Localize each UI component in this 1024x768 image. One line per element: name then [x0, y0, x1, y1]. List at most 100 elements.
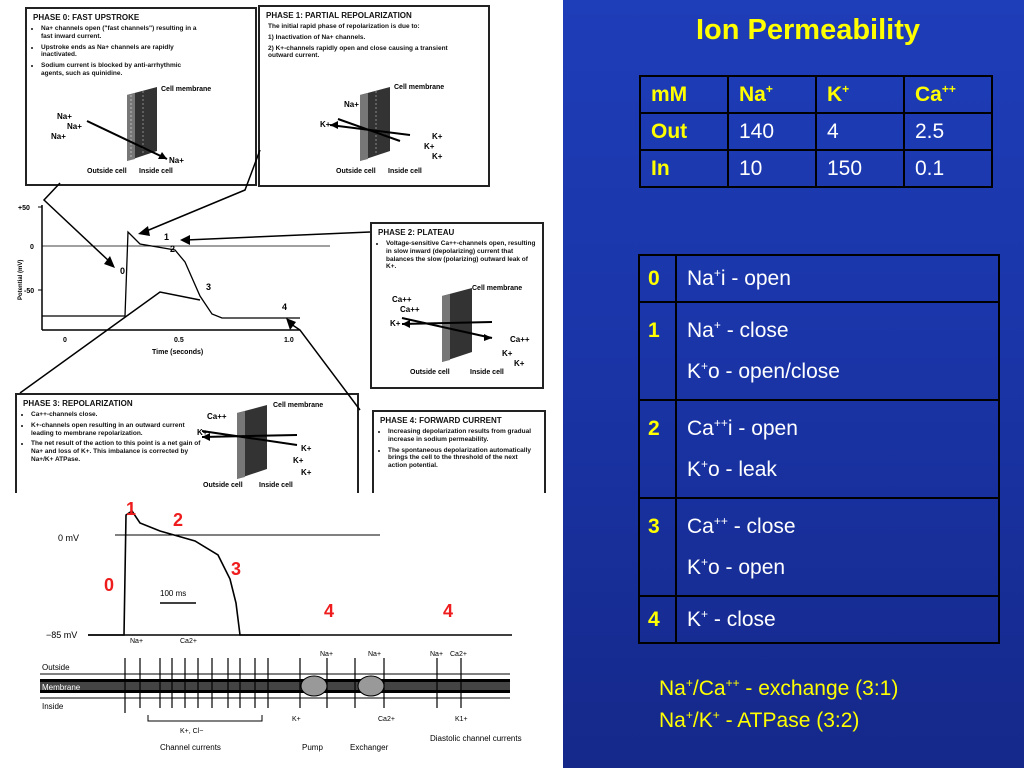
phase-description: K+ - close — [675, 595, 1000, 644]
phase4-bullet: Increasing depolarization results from g… — [388, 428, 538, 444]
ion-current-schematic: 0 mV −85 mV 100 ms 1 2 0 3 4 4 Outside M… — [0, 493, 563, 768]
svg-text:K+: K+ — [390, 319, 401, 328]
svg-text:Ca2+: Ca2+ — [450, 651, 467, 658]
pump-label: Pump — [302, 743, 323, 752]
svg-text:Na+: Na+ — [368, 651, 381, 658]
phase3-membrane-diagram: Ca++ K+ K+ K+ K+ Cell membrane Outside c… — [197, 402, 323, 489]
phase2-box: PHASE 2: PLATEAU Voltage-sensitive Ca++-… — [370, 222, 544, 389]
panel-title: Ion Permeability — [695, 14, 920, 46]
membrane-slab-icon — [360, 87, 390, 161]
scale-label: 100 ms — [160, 589, 186, 598]
phase4-title: PHASE 4: FORWARD CURRENT — [380, 416, 502, 425]
diastolic-label: Diastolic channel currents — [430, 734, 522, 743]
table-row: 2 Ca++i - open K+o - leak — [638, 399, 1000, 499]
svg-text:Cell membrane: Cell membrane — [273, 402, 323, 409]
y-tick-label: 0 — [30, 244, 34, 251]
phase3-bullet: Ca++-channels close. — [31, 411, 201, 419]
x-axis-label: Time (seconds) — [152, 349, 203, 356]
channel-arrows — [124, 658, 462, 713]
phase-number: 3 — [638, 497, 677, 597]
cell-membrane-label: Cell membrane — [394, 84, 444, 91]
k-efflux-arrow — [329, 124, 411, 136]
ion-concentration-table: mM Na+ K+ Ca++ Out 140 4 2.5 In 10 150 0… — [639, 75, 993, 188]
phase2-membrane-diagram: Ca++ Ca++ K+ Ca++ K+ K+ Cell membrane Ou… — [390, 285, 530, 376]
red-phase-label: 2 — [173, 510, 183, 530]
phase3-bullet: The net result of the action to this poi… — [31, 440, 201, 463]
svg-text:K+: K+ — [514, 359, 525, 368]
svg-text:Ca++: Ca++ — [510, 335, 530, 344]
table-cell: 10 — [727, 149, 817, 188]
svg-text:Na+: Na+ — [344, 100, 359, 109]
exchange-note: Na+/Ca++ - exchange (3:1) — [659, 676, 899, 700]
phase-label: 4 — [282, 302, 287, 312]
phase1-intro: The initial rapid phase of repolarizatio… — [268, 23, 420, 30]
table-cell: 4 — [815, 112, 905, 151]
table-header-row: mM Na+ K+ Ca++ — [639, 75, 993, 114]
svg-text:Cell membrane: Cell membrane — [472, 285, 522, 292]
phase2-title: PHASE 2: PLATEAU — [378, 228, 455, 237]
svg-text:Inside cell: Inside cell — [259, 482, 293, 489]
minus85-label: −85 mV — [46, 630, 77, 640]
phase-number: 1 — [638, 301, 677, 401]
header-cell: K+ — [815, 75, 905, 114]
svg-text:Ca2+: Ca2+ — [378, 716, 395, 723]
phase0-bullet: Sodium current is blocked by anti-arrhyt… — [41, 62, 201, 78]
pump-icon — [300, 675, 328, 697]
table-row: 3 Ca++ - close K+o - open — [638, 497, 1000, 597]
svg-text:Na+: Na+ — [51, 132, 66, 141]
table-row: Out 140 4 2.5 — [639, 112, 993, 151]
svg-text:K+: K+ — [292, 716, 301, 723]
phase-label: 0 — [120, 266, 125, 276]
phase-permeability-table: 0 Na+i - open 1 Na+ - close K+o - open/c… — [638, 254, 1000, 644]
phase-description: Na+ - close K+o - open/close — [675, 301, 1000, 401]
phase3-title: PHASE 3: REPOLARIZATION — [23, 399, 133, 408]
svg-text:Na+: Na+ — [67, 122, 82, 131]
svg-text:Na+: Na+ — [430, 651, 443, 658]
ion-permeability-panel: Ion Permeability mM Na+ K+ Ca++ Out 140 … — [563, 0, 1024, 768]
outside-cell-label: Outside cell — [87, 168, 127, 175]
table-row: 0 Na+i - open — [638, 254, 1000, 303]
table-row: 4 K+ - close — [638, 595, 1000, 644]
svg-text:Na+: Na+ — [169, 156, 184, 165]
svg-text:K+: K+ — [424, 142, 435, 151]
phase0-bullet: Na+ channels open ("fast channels") resu… — [41, 25, 201, 41]
ventricular-ap-trace — [88, 509, 300, 636]
phase0-membrane-diagram: Na+ Na+ Na+ Na+ Cell membrane Outside ce… — [51, 86, 211, 175]
red-phase-label: 1 — [126, 499, 136, 519]
phase1-membrane-diagram: Na+ K+ K+ K+ K+ Cell membrane Outside ce… — [320, 84, 444, 175]
phase0-connector-arrow — [42, 182, 111, 263]
phase-number: 2 — [638, 399, 677, 499]
row-header: In — [639, 149, 729, 188]
svg-text:Na+: Na+ — [320, 651, 333, 658]
table-cell: 140 — [727, 112, 817, 151]
phase1-title: PHASE 1: PARTIAL REPOLARIZATION — [266, 11, 412, 20]
phase-number: 0 — [638, 254, 677, 303]
phase1-item: 2) K+-channels rapidly open and close ca… — [268, 44, 448, 60]
phase0-bullet: Upstroke ends as Na+ channels are rapidl… — [41, 44, 201, 60]
header-cell: Na+ — [727, 75, 817, 114]
exchanger-label: Exchanger — [350, 743, 389, 752]
outside-label: Outside — [42, 663, 70, 672]
svg-text:K+: K+ — [432, 132, 443, 141]
phase-description: Ca++ - close K+o - open — [675, 497, 1000, 597]
table-cell: 150 — [815, 149, 905, 188]
header-cell: mM — [639, 75, 729, 114]
phase2-connector-arrow — [185, 231, 371, 241]
phase2-bullet: Voltage-sensitive Ca++-channels open, re… — [386, 240, 536, 271]
phase-description: Ca++i - open K+o - leak — [675, 399, 1000, 499]
phase4-bullet: The spontaneous depolarization automatic… — [388, 447, 538, 470]
x-tick-label: 0.5 — [174, 337, 184, 344]
inside-label: Inside — [42, 702, 64, 711]
y-axis-label: Potential (mV) — [18, 260, 24, 300]
phase0-title: PHASE 0: FAST UPSTROKE — [33, 13, 140, 22]
phase-number: 4 — [638, 595, 677, 644]
cell-membrane-label: Cell membrane — [161, 86, 211, 93]
svg-text:K+: K+ — [197, 428, 208, 437]
y-tick-label: +50 — [18, 205, 30, 212]
inside-cell-label: Inside cell — [139, 168, 173, 175]
zero-mv-label: 0 mV — [58, 533, 79, 543]
row-header: Out — [639, 112, 729, 151]
channel-currents-label: Channel currents — [160, 743, 221, 752]
svg-text:Ca2+: Ca2+ — [180, 638, 197, 645]
phase3-bullet: K+-channels open resulting in an outward… — [31, 422, 201, 438]
